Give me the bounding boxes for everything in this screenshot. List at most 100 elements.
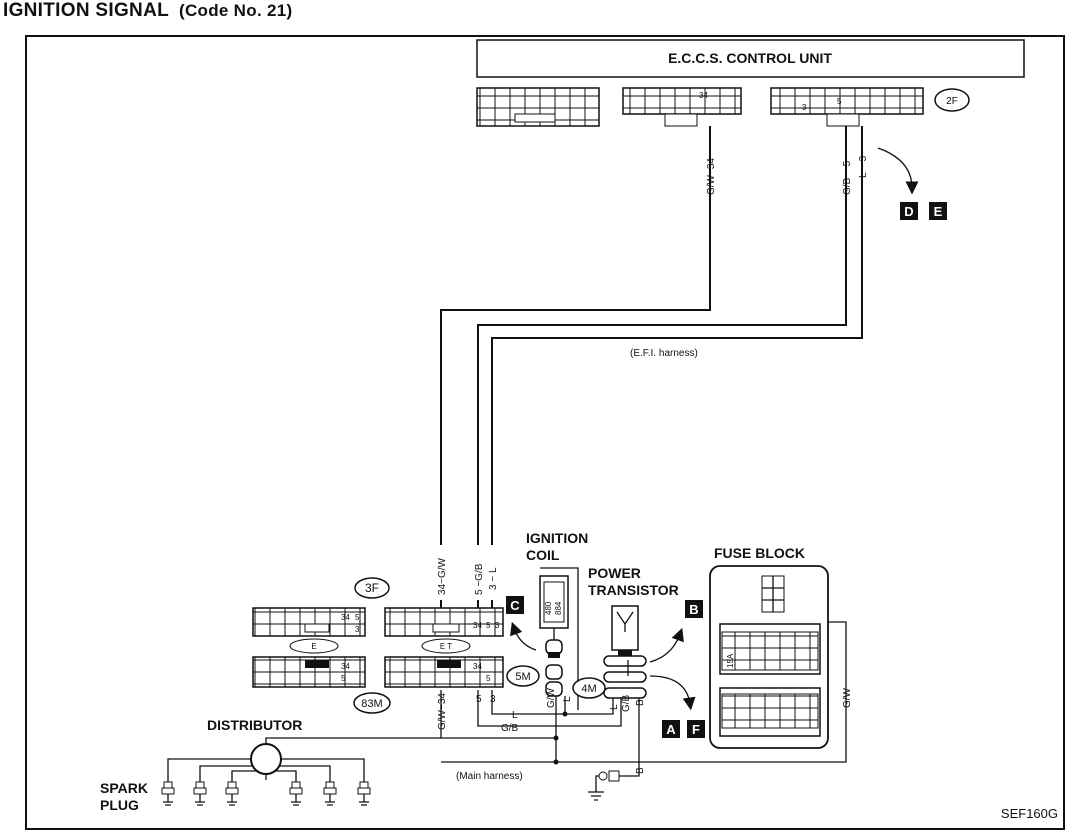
- spark-plugs: [161, 781, 371, 806]
- ref-b-box: B: [685, 600, 703, 618]
- svg-text:34: 34: [341, 662, 350, 671]
- connector-3f-right: 34 5 3: [384, 607, 504, 637]
- ignition-coil-label-1: IGNITION: [526, 530, 588, 546]
- ref-a-box: A: [662, 720, 680, 738]
- svg-text:F: F: [692, 722, 700, 737]
- connector-3f-tag: 3F: [354, 577, 390, 599]
- wire-gw-bottom: [440, 690, 557, 739]
- connector-83m-left: 34 5: [252, 656, 366, 688]
- svg-text:83M: 83M: [361, 698, 382, 710]
- svg-text:E T: E T: [440, 642, 452, 651]
- label-gb-tr: G/B: [621, 694, 632, 712]
- eccs-label: E.C.C.S. CONTROL UNIT: [668, 50, 832, 66]
- svg-text:5: 5: [355, 613, 360, 622]
- power-transistor-label-1: POWER: [588, 565, 641, 581]
- connector-5m-tag: 5M: [506, 665, 540, 687]
- connector-2f-tag: 2F: [934, 88, 970, 112]
- svg-text:5: 5: [486, 621, 491, 630]
- figure-id: SEF160G: [1001, 806, 1058, 821]
- spark-plug-label-2: PLUG: [100, 797, 139, 813]
- label-l-bot: L: [512, 710, 518, 721]
- label-gw34-mid: 34−G/W: [437, 557, 448, 595]
- arrow-to-de: [877, 147, 919, 195]
- label-efi-harness: (E.F.I. harness): [630, 348, 698, 359]
- svg-text:4M: 4M: [581, 683, 596, 695]
- fuse-block-label: FUSE BLOCK: [714, 545, 805, 561]
- svg-text:C: C: [510, 598, 520, 613]
- pin-5-top: 5: [837, 97, 842, 106]
- wire-l-bottom: [491, 690, 614, 715]
- wire-l-3: [491, 126, 863, 545]
- svg-text:480: 480: [544, 601, 553, 615]
- svg-text:15A: 15A: [726, 653, 735, 668]
- connector-83m-right: 34 5: [384, 656, 504, 688]
- pin-34-top: 34: [699, 91, 708, 100]
- svg-text:34: 34: [473, 621, 482, 630]
- label-gb5-mid: 5 −G/B: [474, 563, 485, 595]
- label-l3-mid: 3 − L: [488, 567, 499, 590]
- svg-text:3: 3: [355, 625, 360, 634]
- fuse-block: 15A: [709, 565, 829, 749]
- connector-83m-tag: 83M: [353, 692, 391, 714]
- arrow-to-af: [649, 675, 696, 711]
- ref-c-box: C: [506, 596, 524, 614]
- arrow-to-b: [649, 627, 684, 663]
- power-transistor: [603, 605, 647, 699]
- label-b-ground: B: [635, 767, 646, 774]
- svg-text:B: B: [689, 602, 698, 617]
- eccs-connector-right: 3 5: [770, 87, 924, 127]
- svg-text:3F: 3F: [365, 581, 379, 595]
- wire-gb-5: [477, 126, 847, 545]
- svg-text:5: 5: [486, 674, 491, 683]
- svg-text:34: 34: [341, 613, 350, 622]
- svg-text:884: 884: [554, 601, 563, 615]
- ref-d-box: D: [900, 202, 918, 220]
- connector-4m-tag: 4M: [572, 677, 606, 699]
- label-gw34-bot: G/W−34: [437, 693, 448, 730]
- svg-text:34: 34: [473, 662, 482, 671]
- ground-symbol: [588, 770, 620, 801]
- wire-gw-34: [440, 126, 711, 545]
- eccs-connector-left: [476, 87, 600, 127]
- svg-text:D: D: [904, 204, 913, 219]
- label-3-bot: 3: [490, 694, 496, 705]
- svg-text:5M: 5M: [515, 671, 530, 683]
- spark-plug-label-1: SPARK: [100, 780, 148, 796]
- connector-et-tag: E T: [421, 638, 471, 654]
- label-gb-bot: G/B: [501, 723, 519, 734]
- wire-b-ground: [616, 698, 640, 777]
- label-gb5-top: G/B − 5: [842, 160, 853, 195]
- title-text: IGNITION SIGNAL: [3, 0, 169, 21]
- ignition-coil: 480 884: [539, 567, 579, 710]
- label-l-coil: L: [562, 696, 573, 702]
- ref-e-box: E: [929, 202, 947, 220]
- eccs-connector-middle: 34: [622, 87, 742, 127]
- label-gw-fuse: G/W: [842, 687, 853, 708]
- svg-text:A: A: [666, 722, 676, 737]
- connector-e-tag: E: [289, 638, 339, 654]
- pin-3-top: 3: [802, 103, 807, 112]
- svg-text:2F: 2F: [946, 96, 958, 107]
- svg-text:E: E: [934, 204, 943, 219]
- svg-text:3: 3: [495, 621, 500, 630]
- label-b-tr: B: [635, 699, 646, 706]
- arrow-to-c: [510, 621, 537, 651]
- connector-3f-left: 34 5 3: [252, 607, 366, 637]
- label-5-bot: 5: [476, 694, 482, 705]
- diagram-title: IGNITION SIGNAL (Code No. 21): [3, 0, 292, 22]
- label-gw34-top: G/W−34: [706, 158, 717, 195]
- label-main-harness: (Main harness): [456, 771, 523, 782]
- label-l-tr: L: [609, 704, 620, 710]
- label-gw-coil: G/W: [546, 687, 557, 708]
- power-transistor-label-2: TRANSISTOR: [588, 582, 679, 598]
- wire-gw-fuse: [555, 621, 847, 763]
- distributor-label: DISTRIBUTOR: [207, 717, 302, 733]
- diagram-frame: [25, 35, 1065, 830]
- label-l3-top: L − 3: [858, 155, 869, 178]
- wire-gb-bottom: [477, 690, 622, 727]
- ignition-coil-label-2: COIL: [526, 547, 560, 563]
- title-code: (Code No. 21): [179, 1, 293, 20]
- eccs-control-unit: E.C.C.S. CONTROL UNIT: [476, 39, 1025, 78]
- svg-text:5: 5: [341, 674, 346, 683]
